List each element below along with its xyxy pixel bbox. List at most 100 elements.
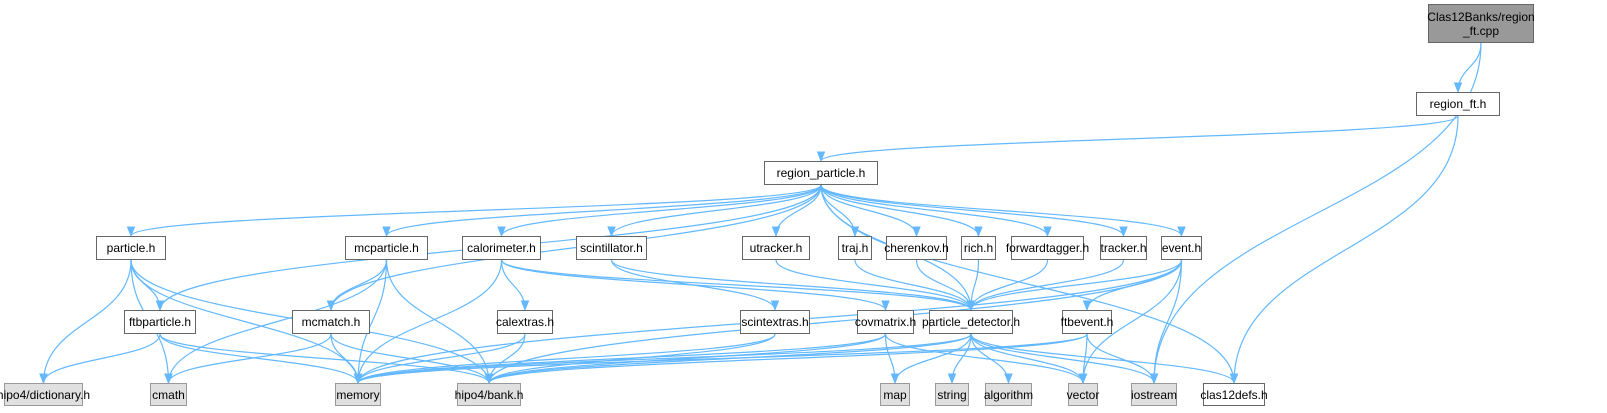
- node-cmath[interactable]: cmath: [150, 383, 187, 406]
- edge-mcparticle-to-bank: [385, 259, 494, 385]
- node-string[interactable]: string: [935, 383, 969, 406]
- edge-region_particle-to-scintillator: [607, 184, 822, 238]
- node-iostream[interactable]: iostream: [1131, 383, 1177, 406]
- node-ftbparticle[interactable]: ftbparticle.h: [124, 310, 196, 334]
- node-bank[interactable]: hipo4/bank.h: [454, 383, 524, 406]
- edge-ftbevent-to-iostream: [1086, 333, 1159, 385]
- node-label: forwardtagger.h: [1005, 241, 1090, 255]
- edge-region_particle-to-tracker: [820, 184, 1128, 238]
- node-label: string: [937, 387, 967, 402]
- edge-root-to-region_ft: [1453, 42, 1482, 94]
- node-label: particle.h: [106, 241, 156, 255]
- node-mcmatch[interactable]: mcmatch.h: [292, 310, 370, 334]
- edge-ftbparticle-to-bank: [159, 333, 494, 385]
- edge-mcmatch-to-bank: [330, 333, 494, 385]
- node-label: memory: [336, 387, 380, 402]
- node-event[interactable]: event.h: [1161, 236, 1202, 260]
- node-label: traj.h: [841, 241, 869, 255]
- node-label: event.h: [1161, 241, 1202, 255]
- edge-mcparticle-to-memory: [353, 259, 388, 385]
- node-label: iostream: [1131, 387, 1178, 402]
- node-label: mcmatch.h: [301, 315, 361, 329]
- edge-covmatrix-to-bank: [484, 333, 887, 385]
- node-scintextras[interactable]: scintextras.h: [740, 310, 810, 334]
- edge-calextras-to-memory: [353, 333, 526, 385]
- node-label: clas12defs.h: [1200, 387, 1268, 402]
- node-particle-detector[interactable]: particle_detector.h: [922, 310, 1020, 334]
- node-label: hipo4/dictionary.h: [0, 387, 91, 402]
- node-label-line: _ft.cpp: [1462, 23, 1500, 38]
- node-memory[interactable]: memory: [335, 383, 381, 406]
- node-utracker[interactable]: utracker.h: [742, 236, 810, 260]
- node-algorithm[interactable]: algorithm: [983, 383, 1034, 406]
- edge-scintillator-to-particle_detector: [610, 259, 976, 312]
- node-region-particle[interactable]: region_particle.h: [764, 161, 878, 185]
- node-label: calextras.h: [495, 315, 555, 329]
- node-forwardtagger[interactable]: forwardtagger.h: [1006, 236, 1089, 260]
- node-calextras[interactable]: calextras.h: [495, 310, 555, 334]
- node-label: ftbevent.h: [1060, 315, 1114, 329]
- edge-region_particle-to-utracker: [771, 184, 822, 238]
- node-calorimeter[interactable]: calorimeter.h: [462, 236, 541, 260]
- edge-particle-to-dictionary: [39, 259, 132, 385]
- edge-event-to-bank: [484, 259, 1183, 385]
- edge-region_ft-to-region_particle: [816, 115, 1459, 163]
- edge-mcmatch-to-memory: [330, 333, 363, 385]
- edge-particle_detector-to-memory: [353, 333, 972, 385]
- edge-calorimeter-to-memory: [353, 259, 503, 385]
- node-label: utracker.h: [749, 241, 803, 255]
- edge-covmatrix-to-vector: [884, 333, 1088, 385]
- node-region-ft[interactable]: region_ft.h: [1416, 92, 1500, 116]
- node-root[interactable]: Clas12Banks/region_ft.cpp: [1427, 4, 1535, 43]
- node-scintillator[interactable]: scintillator.h: [576, 236, 647, 260]
- edge-particle_detector-to-algorithm: [970, 333, 1013, 385]
- edge-region_particle-to-mcparticle: [382, 184, 822, 238]
- node-traj[interactable]: traj.h: [838, 236, 872, 260]
- edge-particle_detector-to-iostream: [970, 333, 1159, 385]
- edge-particle-to-memory: [130, 259, 363, 385]
- node-label: rich.h: [963, 241, 994, 255]
- edge-ftbparticle-to-memory: [159, 333, 363, 385]
- edge-region_particle-to-cherenkov: [820, 184, 921, 238]
- node-mcparticle[interactable]: mcparticle.h: [345, 236, 428, 260]
- edge-region_particle-to-calorimeter: [497, 184, 822, 238]
- edge-calorimeter-to-calextras: [500, 259, 530, 312]
- edge-particle_detector-to-map: [890, 333, 972, 385]
- edge-traj-to-particle_detector: [854, 259, 976, 312]
- edge-region_particle-to-clas12defs: [820, 184, 1239, 385]
- node-label: particle_detector.h: [921, 315, 1021, 329]
- edge-scintextras-to-memory: [353, 333, 776, 385]
- node-ftbevent[interactable]: ftbevent.h: [1060, 310, 1114, 334]
- node-label: mcparticle.h: [354, 241, 419, 255]
- edge-region_particle-to-rich: [820, 184, 983, 238]
- node-map[interactable]: map: [880, 383, 910, 406]
- edge-event-to-vector: [1078, 259, 1183, 385]
- node-label: hipo4/bank.h: [454, 387, 524, 402]
- node-label: region_ft.h: [1429, 97, 1487, 111]
- node-cherenkov[interactable]: cherenkov.h: [884, 236, 949, 260]
- edge-region_particle-to-event: [820, 184, 1186, 238]
- node-label: cherenkov.h: [884, 241, 949, 255]
- node-clas12defs[interactable]: clas12defs.h: [1200, 383, 1268, 406]
- edge-particle_detector-to-string: [947, 333, 972, 385]
- edge-region_particle-to-forwardtagger: [820, 184, 1052, 238]
- node-label: ftbparticle.h: [128, 315, 192, 329]
- edge-region_particle-to-particle: [126, 184, 822, 238]
- node-label: region_particle.h: [776, 166, 866, 180]
- node-rich[interactable]: rich.h: [961, 236, 996, 260]
- node-dictionary[interactable]: hipo4/dictionary.h: [0, 383, 90, 406]
- node-tracker[interactable]: tracker.h: [1100, 236, 1147, 260]
- node-vector[interactable]: vector: [1066, 383, 1100, 406]
- node-covmatrix[interactable]: covmatrix.h: [854, 310, 917, 334]
- node-label: map: [883, 387, 907, 402]
- node-label: covmatrix.h: [854, 315, 917, 329]
- edge-ftbevent-to-bank: [484, 333, 1088, 385]
- node-particle[interactable]: particle.h: [96, 236, 166, 260]
- node-label: vector: [1066, 387, 1100, 402]
- edge-mcparticle-to-cmath: [164, 259, 388, 385]
- edge-mcmatch-to-cmath: [164, 333, 332, 385]
- edge-particle_detector-to-clas12defs: [970, 333, 1239, 385]
- node-label: algorithm: [983, 387, 1034, 402]
